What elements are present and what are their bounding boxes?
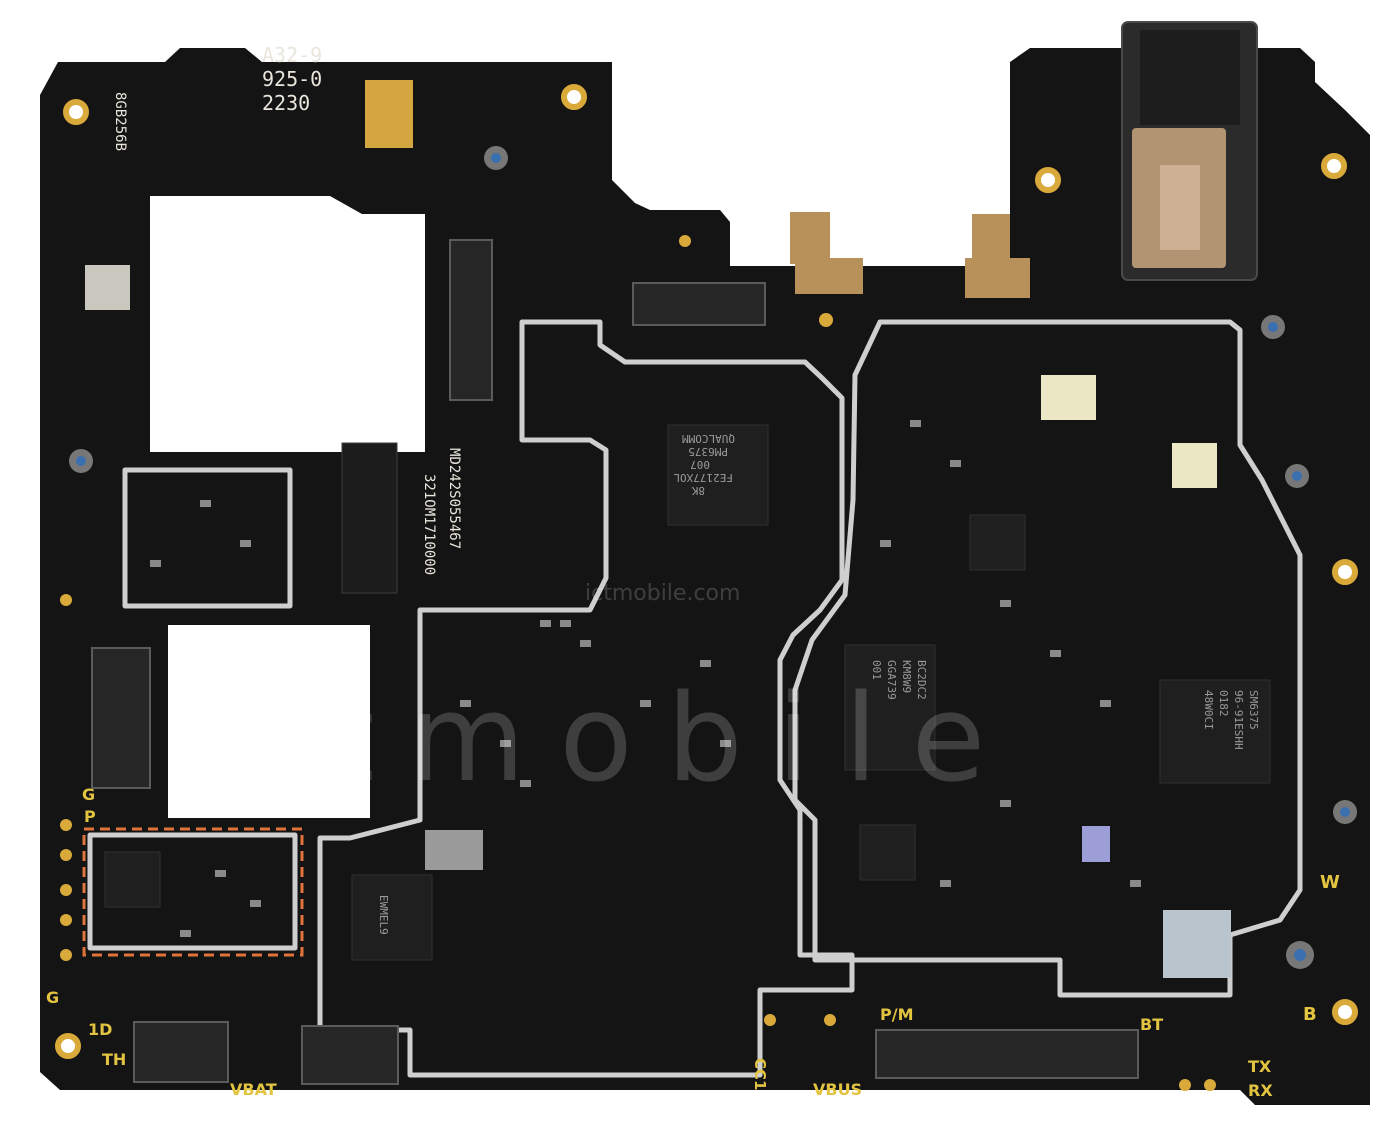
rf-connectors <box>69 146 1357 969</box>
right-chip-line-1: SM6375 <box>1247 690 1260 730</box>
right-chip-line-3: 0182 <box>1217 690 1230 717</box>
silk-top-code-3: 2230 <box>262 91 310 115</box>
memory-marking: BC2DC2 KM8W9 GGA739 001 <box>870 660 928 700</box>
silk-top-code-2: 925-0 <box>262 67 322 91</box>
pmic-line-3: 007 <box>690 458 710 471</box>
memory-line-3: GGA739 <box>885 660 898 700</box>
pmic-line-5: 8K <box>691 484 705 497</box>
label-th: TH <box>102 1050 126 1069</box>
label-b: B <box>1303 1004 1317 1025</box>
memory-line-4: 001 <box>870 660 883 680</box>
shield-frames <box>87 319 1303 1078</box>
watermark-large: ictmobile <box>160 670 1019 809</box>
silk-serial-2: 321OM1710000 <box>421 474 437 575</box>
data-matrix-code <box>85 265 130 310</box>
bottom-left-chip-marking: EWMEL9 <box>377 895 390 935</box>
label-w: W <box>1320 872 1340 893</box>
silk-top-code-1: A32-9 <box>262 43 322 67</box>
label-tx: TX <box>1248 1057 1272 1076</box>
mounting-holes <box>55 84 1358 1059</box>
board-cutout-bottom <box>168 625 370 818</box>
right-chip-marking: SM6375 96-91ESHH 0182 48W0CI <box>1202 690 1260 750</box>
label-cc1: CC1 <box>751 1058 769 1090</box>
right-chip-line-4: 48W0CI <box>1202 690 1215 730</box>
silk-serial-1: MD242S055467 <box>446 448 462 549</box>
memory-line-2: KM8W9 <box>900 660 913 693</box>
watermark-small: ictmobile.com <box>585 581 740 606</box>
label-vbat: VBAT <box>230 1080 277 1099</box>
memory-line-1: BC2DC2 <box>915 660 928 700</box>
right-chip-line-2: 96-91ESHH <box>1232 690 1245 750</box>
pmic-marking: QUALCOMM PM6375 007 FE2177XOL 8K <box>673 432 735 497</box>
copper-outline <box>82 827 304 957</box>
board-connectors <box>91 239 1139 1085</box>
pmic-line-4: FE2177XOL <box>673 471 733 484</box>
pmic-line-1: QUALCOMM <box>682 432 735 445</box>
label-bt: BT <box>1140 1015 1163 1034</box>
board-cutout-top <box>150 196 425 452</box>
label-p: P <box>84 807 96 826</box>
audio-jack <box>1121 21 1258 281</box>
silk-vertical-code: 8GB256B <box>112 92 128 151</box>
label-1d: 1D <box>88 1020 112 1039</box>
label-g-p: G <box>82 785 95 804</box>
pmic-line-2: PM6375 <box>688 445 728 458</box>
gold-spring-contacts <box>790 212 1030 298</box>
label-pm: P/M <box>880 1005 914 1024</box>
label-vbus: VBUS <box>813 1080 862 1099</box>
test-pads <box>60 235 1216 1091</box>
smd-components <box>150 420 1141 937</box>
label-rx: RX <box>1248 1081 1273 1100</box>
ics <box>104 80 1271 978</box>
label-g: G <box>46 988 59 1007</box>
